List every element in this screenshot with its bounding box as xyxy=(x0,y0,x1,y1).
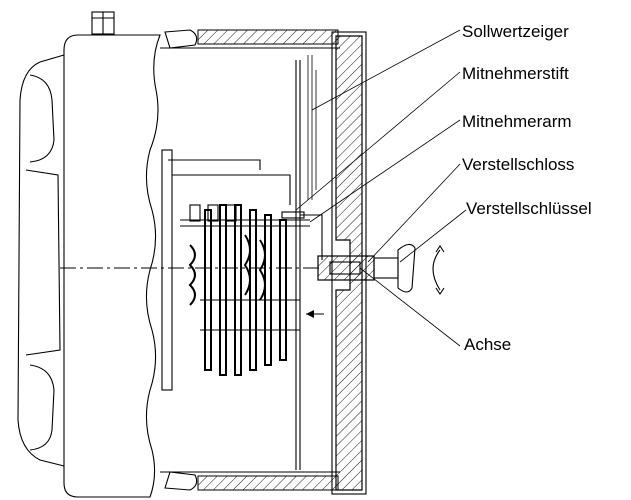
mechanism-screws xyxy=(189,204,237,222)
mechanism-frame xyxy=(161,149,310,391)
label-mitnehmerarm: Mitnehmerarm xyxy=(462,112,572,131)
label-verstellschloss: Verstellschloss xyxy=(462,155,574,174)
top-seal-ring xyxy=(160,29,340,49)
setpoint-pointer xyxy=(307,55,317,200)
dial-plate xyxy=(295,60,301,470)
rotation-arrow-icon xyxy=(432,245,445,295)
label-mitnehmerstift: Mitnehmerstift xyxy=(462,64,569,83)
adjustment-lock xyxy=(317,255,375,281)
bellows-stack xyxy=(188,204,287,376)
label-verstellschluessel: Verstellschlüssel xyxy=(466,199,592,218)
bottom-seal-ring xyxy=(160,471,340,491)
direction-arrow-icon xyxy=(306,310,324,318)
adjustment-key xyxy=(373,243,416,293)
top-screw xyxy=(91,11,115,35)
label-achse: Achse xyxy=(464,335,511,354)
leader-lines xyxy=(295,29,467,347)
label-sollwertzeiger: Sollwertzeiger xyxy=(462,22,569,41)
callout-labels: Sollwertzeiger Mitnehmerstift Mitnehmera… xyxy=(462,22,592,354)
mounting-bracket xyxy=(17,54,65,467)
housing-body xyxy=(63,34,161,498)
drive-arm xyxy=(300,214,323,260)
